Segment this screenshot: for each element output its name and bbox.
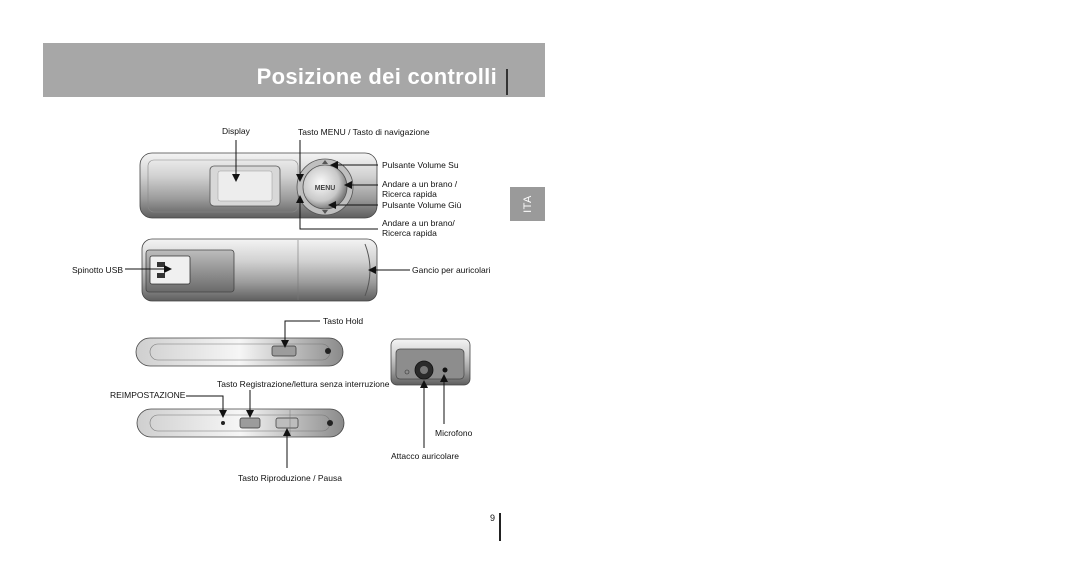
callout-lines: [125, 140, 448, 468]
usb-plug: [149, 255, 191, 285]
label-reset: REIMPOSTAZIONE: [110, 390, 186, 400]
language-tab: ITA: [510, 187, 545, 221]
label-earphone-hook: Gancio per auricolari: [412, 265, 491, 275]
label-microphone: Microfono: [435, 428, 473, 438]
page-number-divider: [499, 513, 501, 541]
header-banner: Posizione dei controlli: [43, 43, 545, 97]
label-volume-up: Pulsante Volume Su: [382, 160, 459, 170]
label-earphone-jack: Attacco auricolare: [391, 451, 460, 461]
menu-dial-label: MENU: [315, 185, 336, 192]
label-next-track-1: Andare a un brano /: [382, 179, 458, 189]
label-play-pause: Tasto Riproduzione / Pausa: [238, 473, 342, 483]
label-prev-track-2: Ricerca rapida: [382, 228, 437, 238]
reset-hole: [221, 421, 225, 425]
label-hold: Tasto Hold: [323, 316, 364, 326]
page-title: Posizione dei controlli: [256, 64, 497, 89]
device-side-view-bottom: [136, 408, 345, 438]
page-number: 9: [490, 513, 496, 523]
label-record: Tasto Registrazione/lettura senza interr…: [217, 379, 390, 389]
label-menu-nav: Tasto MENU / Tasto di navigazione: [298, 127, 430, 137]
title-divider: [506, 69, 508, 95]
label-usb-plug: Spinotto USB: [72, 265, 124, 275]
device-usb-view: [141, 238, 378, 302]
label-next-track-2: Ricerca rapida: [382, 189, 437, 199]
label-volume-down: Pulsante Volume Giù: [382, 200, 462, 210]
hold-switch: [271, 345, 297, 357]
label-prev-track-1: Andare a un brano/: [382, 218, 455, 228]
microphone-hole: [442, 367, 448, 373]
device-side-view-top: [135, 337, 344, 367]
device-end-view: [390, 338, 471, 386]
label-display: Display: [222, 126, 250, 136]
device-front-view: MENU: [139, 152, 378, 219]
